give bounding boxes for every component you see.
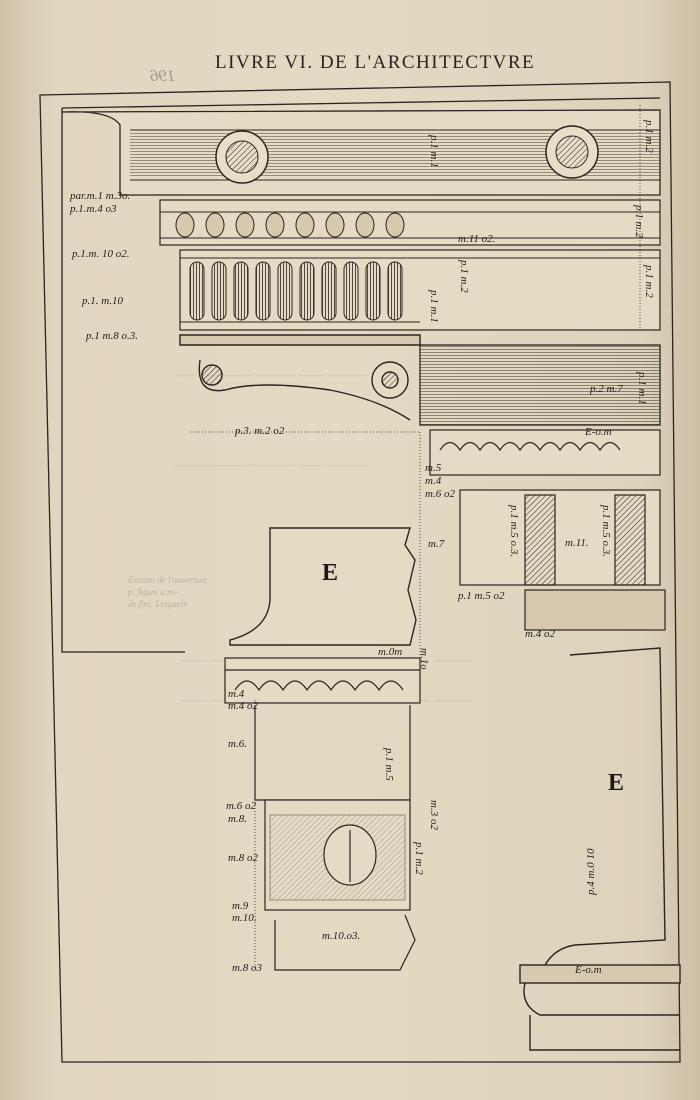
label-e-upper: E <box>322 560 339 586</box>
dim-label: p.1 m.2 <box>633 205 645 238</box>
dim-label: m.4 <box>425 475 442 487</box>
dim-label: p.1 m.2 <box>458 260 470 293</box>
dim-label: p.1 m.8 o.3. <box>86 330 138 342</box>
dim-label: m.3 o2 <box>428 800 440 830</box>
dim-label: m.10.o3. <box>322 930 361 942</box>
dim-label: par.m.1 m.3o. <box>70 190 131 202</box>
dim-label: p.4 m.0 10 <box>585 848 597 895</box>
dim-label: m.11 o2. <box>458 233 496 245</box>
dim-label: m.10. <box>232 912 257 924</box>
margin-note: p. figure a ro- <box>128 587 178 597</box>
dim-label: m.8 o2 <box>228 852 258 864</box>
dim-label: p.1 m.2 <box>643 265 655 298</box>
dim-label: m.4 <box>228 688 245 700</box>
dim-label: m.6. <box>228 738 247 750</box>
dim-label: p.1 m.1 <box>428 290 440 323</box>
dim-label: p.1 m.5 <box>383 748 395 781</box>
dim-label: m.4 o2 <box>525 628 555 640</box>
dim-label: p.1 m.5 o.3. <box>508 505 520 557</box>
dim-label: p.1 m.2 <box>413 842 425 875</box>
egg-ovolo <box>175 212 405 238</box>
flutes <box>189 261 403 321</box>
fluted-frieze <box>179 249 661 331</box>
dim-label: p.1 m.5 o.3. <box>600 505 612 557</box>
dim-label: m.6 o2 <box>226 800 256 812</box>
dim-label: m.7 <box>428 538 445 550</box>
plate-frame <box>39 81 681 1063</box>
egg-and-dart-band <box>159 199 661 246</box>
running-title: LIVRE VI. DE L'ARCHITECTVRE <box>215 52 536 73</box>
dim-label: m.6 o2 <box>425 488 455 500</box>
dim-label: m.1o <box>418 648 430 670</box>
dim-label: m.5 <box>425 462 442 474</box>
label-e-lower: E <box>608 770 625 796</box>
right-capital <box>419 344 666 631</box>
dim-label: m.0m <box>378 646 403 658</box>
dim-label: m.11. <box>565 537 589 549</box>
dim-label: p.3. m.2 o2 <box>235 425 285 437</box>
dim-label: E-o.m <box>585 426 612 438</box>
dim-label: p.1 m.2 <box>643 120 655 153</box>
cornice-corona <box>61 109 661 196</box>
margin-note: de fini. Lesquels <box>128 599 187 609</box>
lower-capital <box>224 657 421 971</box>
dim-label: p.1 m.1 <box>636 372 648 405</box>
column-shaft-lower <box>519 647 681 1051</box>
dim-label: p.1.m. 10 o2. <box>72 248 130 260</box>
dim-label: m.8. <box>228 813 247 825</box>
dim-label: E-o.m <box>575 964 602 976</box>
dim-label: p.2 m.7 <box>590 383 623 395</box>
dim-label: m.9 <box>232 900 249 912</box>
dimension-lines <box>190 105 641 970</box>
fragment-upper <box>229 527 417 646</box>
margin-note: Estratti de l'ouverture <box>128 575 208 585</box>
dim-label: p.1. m.10 <box>82 295 123 307</box>
volute-console <box>179 334 421 421</box>
dim-label: p.1 m.1 <box>428 135 440 168</box>
dim-label: m.4 o2 <box>228 700 258 712</box>
dim-label: p.1.m.4 o3 <box>70 203 117 215</box>
dim-label: p.1 m.5 o2 <box>458 590 505 602</box>
dim-label: m.8 o3 <box>232 962 262 974</box>
